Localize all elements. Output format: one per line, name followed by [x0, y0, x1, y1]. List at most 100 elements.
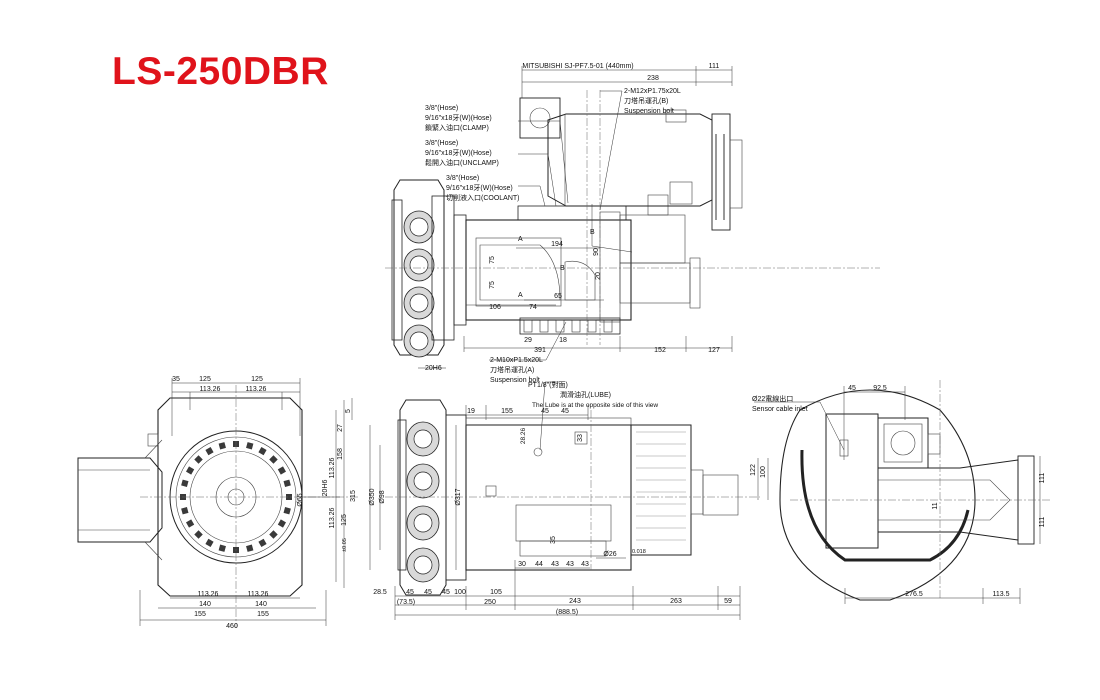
side-dim-250: 250	[484, 599, 496, 606]
coolant-callout-1: 3/8"(Hose)	[446, 175, 479, 182]
curvic-tooth	[283, 479, 291, 487]
curvic-tooth	[186, 466, 195, 475]
front-dim-20h6: 20H6	[322, 480, 329, 497]
curvic-tooth	[186, 519, 195, 528]
tool-holder-bore	[413, 513, 433, 533]
bolt-a-callout-2: 刀塔吊運孔(A)	[490, 365, 534, 374]
front-dim-125-left: 125	[199, 376, 211, 383]
bolt-head	[603, 319, 613, 333]
curvic-tooth	[277, 519, 286, 528]
curvic-tooth	[181, 479, 189, 487]
top-turret-body	[465, 194, 701, 335]
front-dim-113-vertical-bottom: 113.26	[329, 507, 336, 528]
curvic-tooth	[258, 538, 267, 547]
bolt-b-callout-1: 2-M12xP1.75x20L	[624, 88, 681, 95]
lube-callout-3: The Lube is at the opposite side of this…	[532, 402, 658, 409]
dim-motor-tail: 111	[709, 63, 720, 70]
front-dim-460: 460	[226, 623, 238, 630]
side-dim-30: 30	[518, 561, 526, 568]
front-dim-140-left: 140	[199, 601, 211, 608]
front-dim-113-bottom-left: 113.26	[198, 591, 219, 598]
side-dim-28: 28.26	[520, 427, 527, 444]
tool-holder-bore	[413, 471, 433, 491]
dim-motor-len: 238	[647, 75, 659, 82]
side-dim-263: 263	[670, 598, 682, 605]
mark-a-upper: A	[518, 236, 523, 243]
side-dim-105: 105	[490, 589, 502, 596]
curvic-tooth	[286, 494, 292, 500]
bolt-head	[555, 319, 565, 333]
tool-holder-bore	[409, 331, 429, 351]
rear-dim-92-5: 92.5	[873, 385, 887, 392]
rear-dim-45: 45	[848, 385, 856, 392]
side-view: PT1/8"(對面) 潤滑油孔(LUBE) The Lube is at the…	[369, 380, 760, 620]
dim-90: 90	[593, 248, 600, 256]
side-dim-43-c: 43	[581, 561, 589, 568]
side-dim-19: 19	[467, 408, 475, 415]
motor-model-label: MITSUBISHI SJ-PF7.5-01 (440mm)	[522, 63, 633, 70]
front-dim-140-right: 140	[255, 601, 267, 608]
bolt-b-callout-2: 刀塔吊運孔(B)	[624, 96, 668, 105]
side-dim-33: 33	[577, 434, 584, 442]
side-dim-dia-350: Ø350	[369, 488, 376, 505]
unclamp-callout-2: 9/16"x18牙(W)(Hose)	[425, 149, 492, 157]
rear-view: Ø22電線出口 Sensor cable inlet 45 92.5 122 1…	[750, 380, 1050, 604]
tool-holder-bore	[413, 555, 433, 575]
curvic-tooth	[181, 507, 189, 515]
curvic-tooth	[246, 442, 254, 450]
curvic-tooth	[218, 544, 226, 552]
front-dim-113-top-right: 113.26	[246, 386, 267, 393]
dim-127: 127	[708, 347, 720, 354]
front-dim-125-vertical: 125	[341, 514, 348, 526]
side-dim-888-5: (888.5)	[556, 609, 578, 616]
side-dim-tol-018: 0.018	[632, 549, 646, 555]
top-tool-disc	[391, 179, 467, 358]
rear-dim-113-5: 113.5	[993, 591, 1010, 598]
side-dim-dia-317: Ø317	[455, 488, 462, 505]
rear-dim-11: 11	[932, 502, 939, 509]
front-dim-155-right: 155	[257, 611, 269, 618]
rear-dim-122: 122	[750, 464, 757, 476]
curvic-tooth	[246, 544, 254, 552]
tool-holder-bore	[409, 255, 429, 275]
rear-dim-276-5: 276.5	[905, 591, 923, 598]
dim-391: 391	[534, 347, 546, 354]
side-dim-28-5: 28.5	[373, 589, 387, 596]
front-dim-155-left: 155	[194, 611, 206, 618]
bolt-head	[539, 319, 549, 333]
front-dim-5: 5	[345, 409, 352, 413]
front-dim-113-bottom-right: 113.26	[248, 591, 269, 598]
sensor-callout-1: Ø22電線出口	[752, 394, 793, 403]
curvic-tooth	[205, 538, 214, 547]
dim-75-upper: 75	[489, 256, 496, 264]
dim-20h6-top: 20H6	[425, 365, 442, 372]
rear-dim-111-lower: 111	[1039, 517, 1046, 528]
dim-75-lower: 75	[489, 281, 496, 289]
mark-a-lower: A	[518, 292, 523, 299]
side-dim-45-e: 45	[442, 589, 450, 596]
bolt-head	[571, 319, 581, 333]
dim-65: 65	[554, 293, 562, 300]
front-dim-tolerance: ±0.05	[342, 538, 348, 552]
model-title: LS-250DBR	[112, 50, 329, 93]
clamp-callout-3: 鎖緊入油口(CLAMP)	[425, 123, 489, 132]
bolt-head	[523, 319, 533, 333]
rear-dim-111-upper: 111	[1039, 473, 1046, 484]
side-dim-43-b: 43	[566, 561, 574, 568]
front-dim-158: 158	[337, 448, 344, 460]
clamp-callout-2: 9/16"x18牙(W)(Hose)	[425, 114, 492, 122]
side-dim-44: 44	[535, 561, 543, 568]
curvic-tooth	[283, 507, 291, 515]
sensor-callout-2: Sensor cable inlet	[752, 406, 808, 413]
curvic-tooth	[194, 455, 203, 464]
top-motor	[519, 97, 743, 231]
side-dim-43-a: 43	[551, 561, 559, 568]
front-dim-315: 315	[350, 490, 357, 502]
mark-b-upper: B	[590, 229, 595, 236]
front-view: 35 125 125 113.26 113.26 113.26 113.26 1…	[77, 376, 360, 630]
front-dim-113-vertical-top: 113.26	[329, 457, 336, 478]
dim-106: 106	[489, 304, 501, 311]
side-dim-155: 155	[501, 408, 513, 415]
curvic-tooth	[258, 447, 267, 456]
